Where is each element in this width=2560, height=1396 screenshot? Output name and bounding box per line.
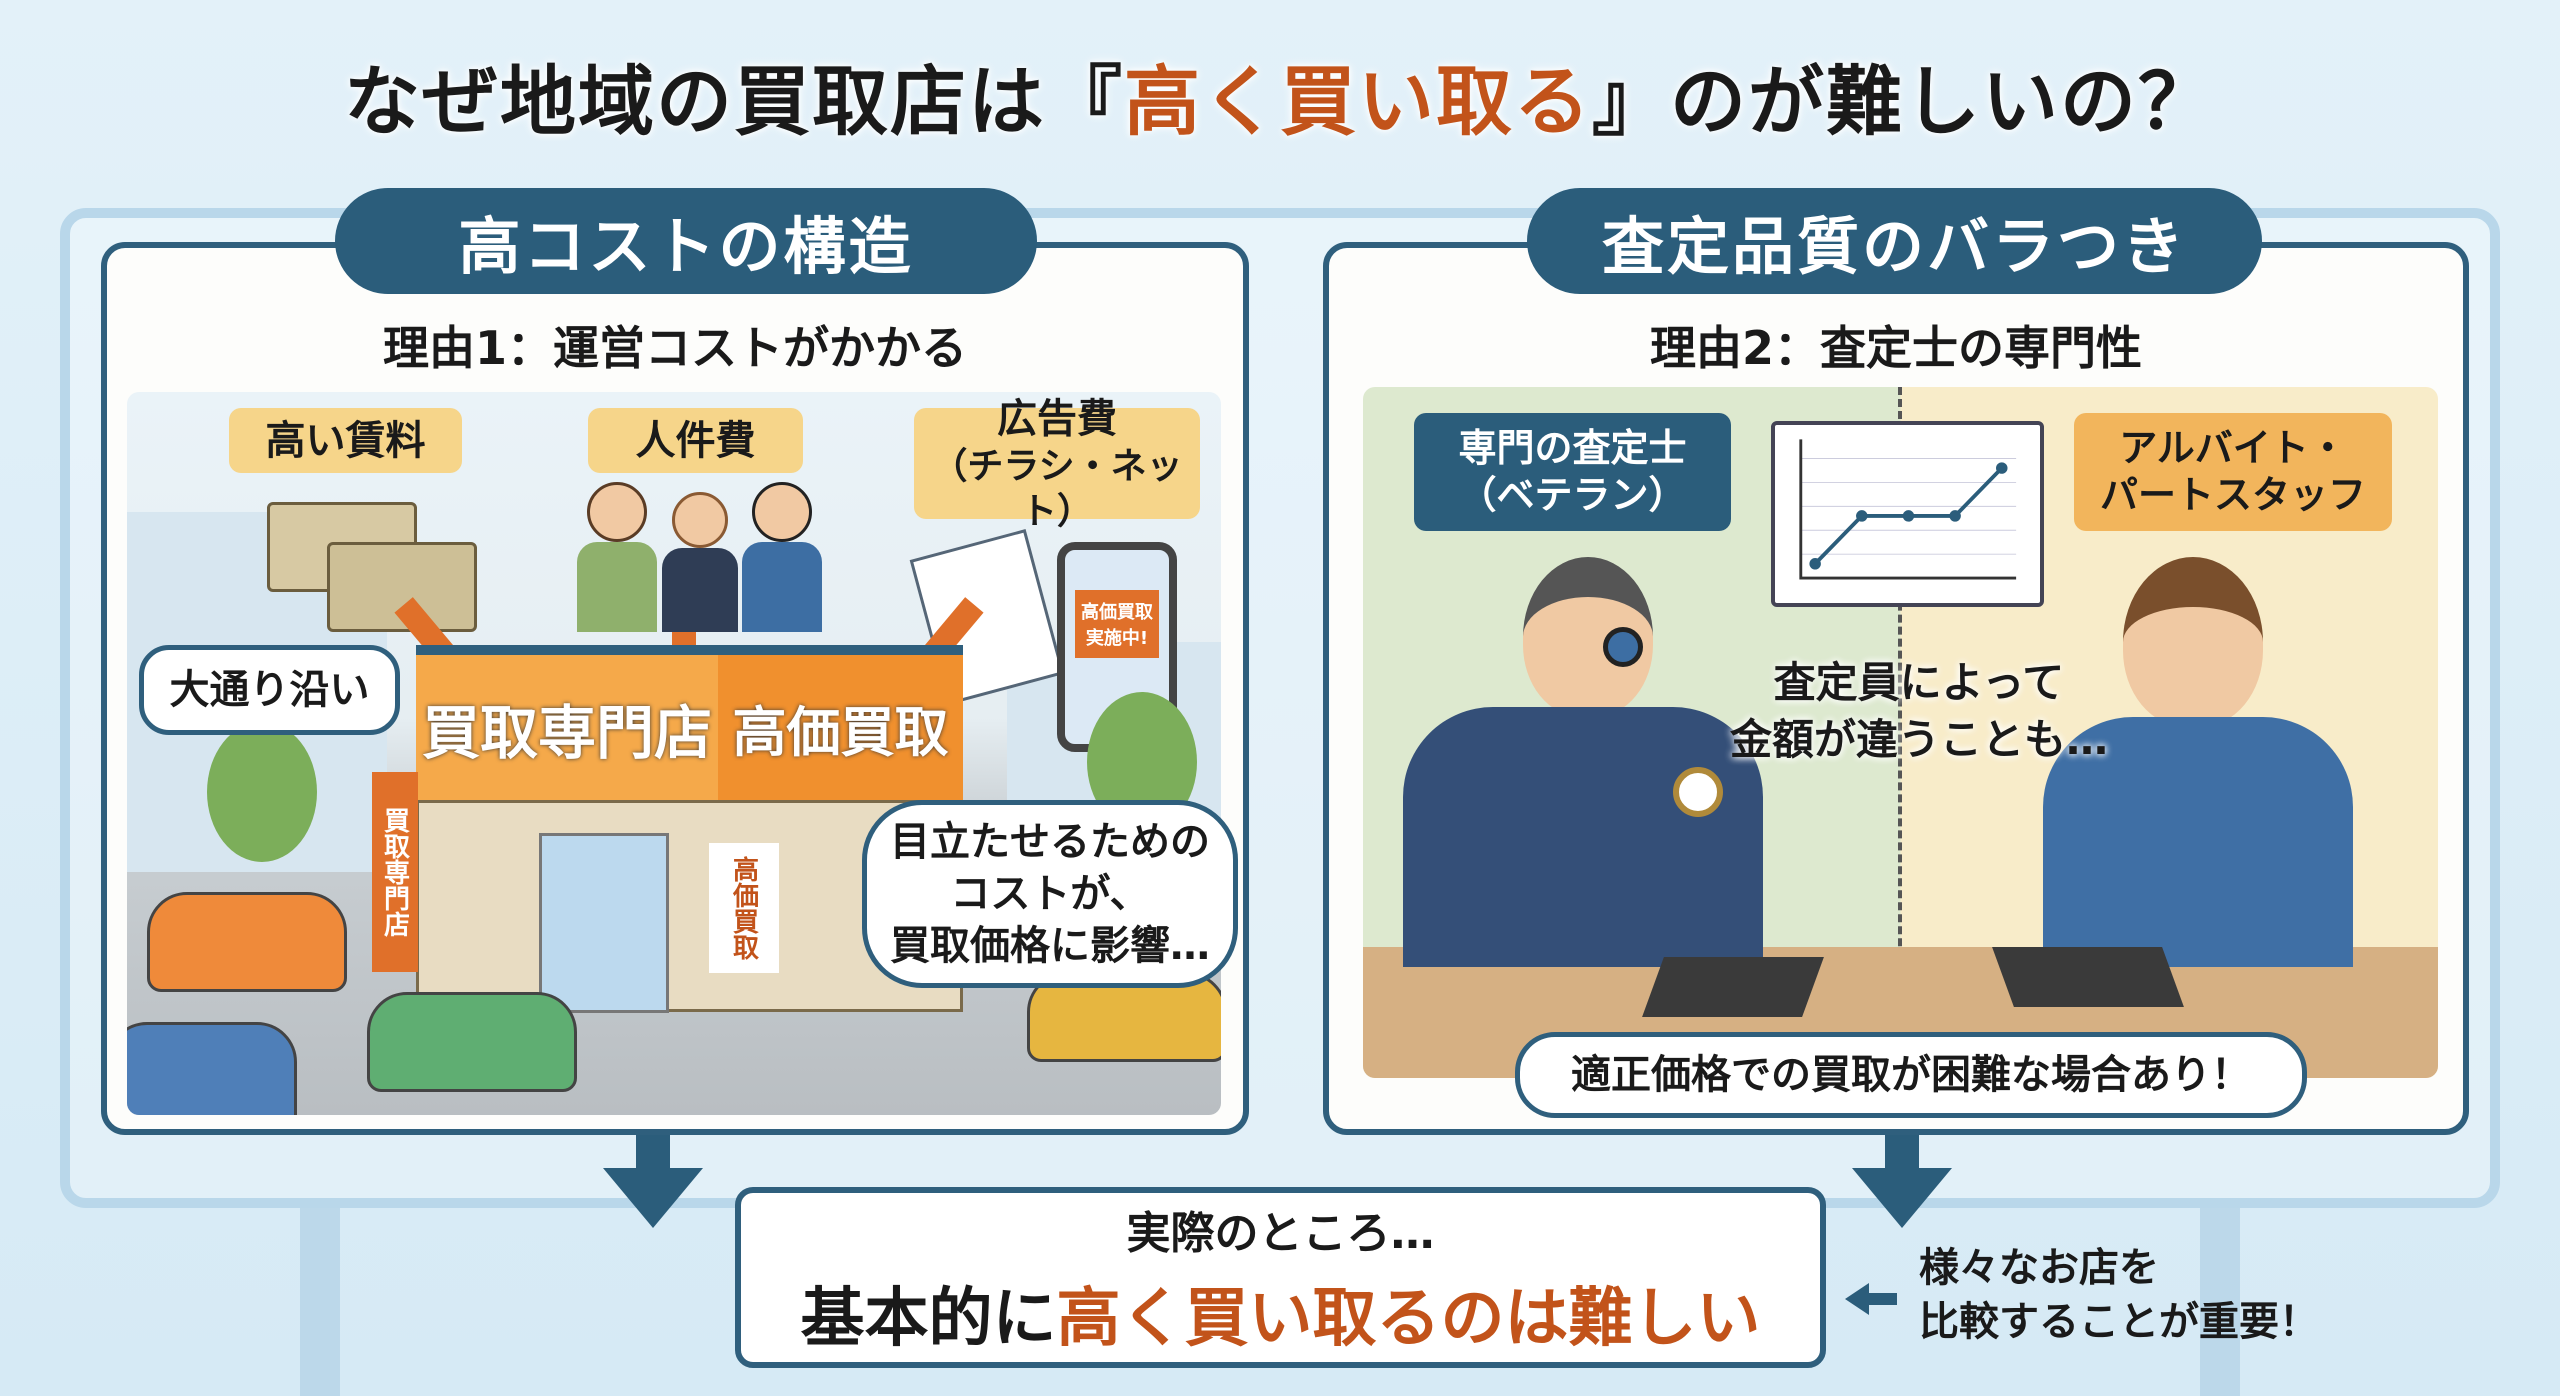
- trend-point: [1809, 558, 1821, 570]
- cost-tag-advertising: 広告費（チラシ・ネット）: [914, 396, 1200, 532]
- tag-line: 広告費: [997, 395, 1117, 442]
- down-arrow-left-head: [603, 1168, 703, 1228]
- loupe-icon: [1603, 627, 1643, 667]
- label-line: （ベテラン）: [1458, 473, 1687, 517]
- conclusion-lead: 実際のところ…: [1126, 1207, 1435, 1259]
- conclusion-main: 基本的に高く買い取るのは難しい: [801, 1267, 1761, 1359]
- car-icon: [367, 992, 577, 1092]
- down-arrow-right: [1885, 1135, 1919, 1170]
- tree-icon: [207, 722, 317, 862]
- text-line: 金額が違うことも…: [1729, 714, 2108, 764]
- bubble-line: 目立たせるための: [890, 819, 1210, 865]
- cost-bubble: 目立たせるための コストが、 買取価格に影響…: [862, 800, 1238, 988]
- staff-body: [662, 548, 738, 632]
- label-line: 専門の査定士: [1458, 425, 1687, 470]
- trend-point: [1996, 462, 2008, 474]
- car-icon: [127, 1022, 297, 1115]
- board-leg: [2200, 1208, 2240, 1396]
- board-leg: [300, 1208, 340, 1396]
- conclusion-box: 実際のところ… 基本的に高く買い取るのは難しい: [735, 1187, 1826, 1368]
- shop-sign-front: 買取専門店: [416, 645, 718, 800]
- tag-line: （チラシ・ネット）: [931, 445, 1183, 532]
- conclusion-highlight: 高く買い取るのは難しい: [1056, 1281, 1761, 1356]
- cost-tag-rent: 高い賃料: [229, 408, 462, 473]
- parttime-label: アルバイト・パートスタッフ: [2074, 413, 2392, 531]
- down-arrow-left: [636, 1135, 670, 1170]
- appraiser-variance-text: 査定員によって金額が違うことも…: [1659, 655, 2179, 768]
- panel-header-quality: 査定品質のバラつき: [1527, 188, 2262, 294]
- watch-icon: [1673, 767, 1723, 817]
- trend-point: [1856, 510, 1868, 522]
- left-arrow-stem: [1867, 1293, 1897, 1305]
- staff-person-icon: [672, 492, 728, 548]
- window-poster: 高価買取: [709, 843, 779, 973]
- text-line: 査定員によって: [1773, 658, 2065, 707]
- trend-point: [1949, 510, 1961, 522]
- left-arrow-icon: [1845, 1283, 1869, 1315]
- trend-point: [1902, 510, 1915, 522]
- expert-label: 専門の査定士（ベテラン）: [1414, 413, 1731, 531]
- bubble-line: 買取価格に影響…: [890, 923, 1210, 969]
- standing-banner: 買取専門店: [372, 772, 418, 972]
- down-arrow-right-head: [1852, 1168, 1952, 1228]
- car-icon: [147, 892, 347, 992]
- phone-ad: 高価買取実施中!: [1075, 590, 1159, 658]
- divider-line: [1898, 387, 1902, 1078]
- text-line: 様々なお店を: [1919, 1245, 2159, 1291]
- shop-sign-side: 高価買取: [718, 645, 963, 800]
- advice-text: 様々なお店を比較することが重要！: [1919, 1241, 2319, 1349]
- conclusion-prefix: 基本的に: [800, 1281, 1057, 1356]
- location-bubble: 大通り沿い: [139, 645, 400, 735]
- label-line: パートスタッフ: [2099, 473, 2366, 517]
- expert-suit: [1403, 707, 1763, 967]
- page-title: なぜ地域の買取店は『高く買い取る』のが難しいの？: [344, 57, 2216, 146]
- staff-body: [742, 542, 822, 632]
- cost-tag-labor: 人件費: [588, 408, 803, 473]
- text-line: 比較することが重要！: [1919, 1299, 2319, 1345]
- label-line: アルバイト・: [2119, 425, 2347, 470]
- reason-2: 理由2：査定士の専門性: [1649, 321, 2142, 375]
- jewelry-tray: [1992, 947, 2184, 1007]
- staff-body: [577, 542, 657, 632]
- reason-1: 理由1：運営コストがかかる: [382, 321, 967, 375]
- staff-head: [2123, 557, 2263, 727]
- staff-person-icon: [587, 482, 647, 542]
- bubble-line: コストが、: [950, 871, 1150, 917]
- panel-header-cost: 高コストの構造: [335, 188, 1037, 294]
- shop-door: [539, 833, 669, 1013]
- staff-polo: [2043, 717, 2353, 967]
- price-trend-chart: [1771, 421, 2044, 607]
- chart-axis: [1799, 439, 2017, 580]
- jewelry-tray: [1642, 957, 1824, 1017]
- staff-person-icon: [752, 482, 812, 542]
- difficulty-bubble: 適正価格での買取が困難な場合あり！: [1515, 1032, 2307, 1118]
